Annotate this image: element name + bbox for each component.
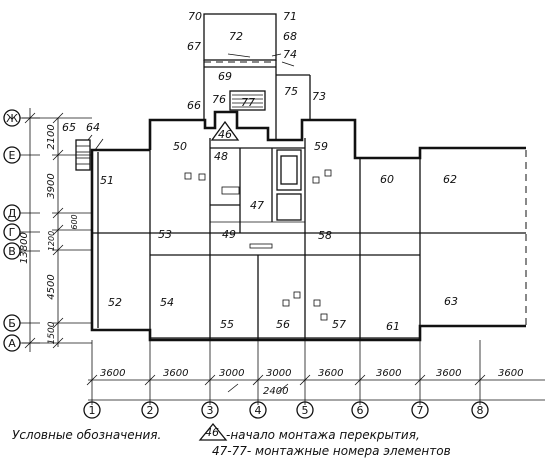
axis-circle-a (3, 334, 21, 352)
entrance-steps (75, 134, 104, 171)
span-7-8: 3600 (436, 368, 461, 379)
element-66: 66 (187, 99, 201, 112)
left-dimension-lines (22, 108, 92, 352)
element-63: 63 (444, 295, 458, 308)
dim-2400: 2400 (263, 386, 288, 397)
axis-2: 2 (147, 404, 154, 417)
dim-13800: 13800 (19, 232, 30, 264)
column-axis-markers: 1 2 3 4 5 6 7 8 (83, 401, 489, 419)
axis-circle-b (3, 314, 21, 332)
element-69: 69 (218, 70, 232, 83)
element-75: 75 (284, 85, 298, 98)
dim-4500: 4500 (46, 274, 57, 299)
openings (184, 169, 332, 321)
span-1-2: 3600 (100, 368, 125, 379)
axis-5: 5 (302, 404, 309, 417)
stair-block (203, 13, 311, 140)
element-47: 47 (250, 199, 264, 212)
span-8-end: 3600 (498, 368, 523, 379)
dim-600: 600 (70, 214, 79, 229)
axis-v: В (8, 245, 16, 258)
axis-e: Е (9, 149, 16, 162)
panel-lines (92, 138, 526, 340)
element-55: 55 (220, 318, 234, 331)
element-58: 58 (318, 229, 332, 242)
axis-3: 3 (207, 404, 214, 417)
element-46: 46 (218, 128, 232, 141)
dim-2100: 2100 (46, 124, 57, 149)
element-62: 62 (443, 173, 457, 186)
legend-title: Условные обозначения. (12, 428, 161, 442)
axis-d: Д (8, 207, 17, 220)
element-60: 60 (380, 173, 394, 186)
axis-b: Б (8, 317, 16, 330)
start-triangle-plan (210, 120, 240, 141)
row-axis-markers: Ж Е Д Г В Б А (3, 109, 40, 352)
element-56: 56 (276, 318, 290, 331)
legend: Условные обозначения. 46 -начало монтажа… (12, 422, 451, 458)
axis-a: А (8, 337, 16, 350)
axis-g: Г (9, 226, 16, 239)
element-54: 54 (160, 296, 174, 309)
axis-1: 1 (89, 404, 96, 417)
element-57: 57 (332, 318, 346, 331)
element-50: 50 (173, 140, 187, 153)
element-72: 72 (229, 30, 243, 43)
dim-1500: 1500 (47, 321, 57, 344)
element-73: 73 (312, 90, 326, 103)
axis-circle-e (3, 146, 21, 164)
element-51: 51 (100, 174, 114, 187)
dim-3900: 3900 (46, 173, 57, 198)
legend-symbol-number: 46 (205, 426, 219, 439)
span-2-3: 3600 (163, 368, 188, 379)
element-49: 49 (222, 228, 236, 241)
axis-circle-g (3, 223, 21, 241)
element-70: 70 (188, 10, 202, 23)
element-74: 74 (283, 48, 297, 61)
axis-zh: Ж (6, 112, 18, 125)
element-61: 61 (386, 320, 400, 333)
span-6-7: 3600 (376, 368, 401, 379)
dim-1200: 1200 (47, 231, 56, 251)
span-5-6: 3600 (318, 368, 343, 379)
axis-6: 6 (357, 404, 364, 417)
element-labels: 46 47 48 49 50 51 52 53 54 55 56 57 58 5… (62, 10, 458, 333)
legend-line-1: -начало монтажа перекрытия, (226, 428, 420, 442)
bottom-dimension-lines (86, 340, 545, 405)
element-48: 48 (214, 150, 228, 163)
element-77: 77 (241, 96, 255, 109)
element-68: 68 (283, 30, 297, 43)
element-71: 71 (283, 10, 297, 23)
start-triangle-legend (198, 422, 228, 441)
element-59: 59 (314, 140, 328, 153)
left-dimension-text: 13800 2100 3900 600 1200 4500 1500 (19, 124, 79, 344)
axis-8: 8 (477, 404, 484, 417)
element-53: 53 (158, 228, 172, 241)
element-67: 67 (187, 40, 201, 53)
element-65: 65 (62, 121, 76, 134)
axis-7: 7 (417, 404, 424, 417)
element-64: 64 (86, 121, 100, 134)
axis-circle-d (3, 204, 21, 222)
element-76: 76 (212, 93, 226, 106)
building-outline (90, 110, 527, 342)
axis-4: 4 (255, 404, 262, 417)
legend-line-2: 47-77- монтажные номера элементов (212, 444, 451, 458)
span-3-4: 3000 (219, 368, 244, 379)
span-4-5: 3000 (266, 368, 291, 379)
axis-circle-v (3, 242, 21, 260)
element-52: 52 (108, 296, 122, 309)
bottom-dimension-text: 3600 3600 3000 3000 3600 3600 3600 3600 … (100, 368, 523, 397)
axis-circle-zh (3, 109, 21, 127)
